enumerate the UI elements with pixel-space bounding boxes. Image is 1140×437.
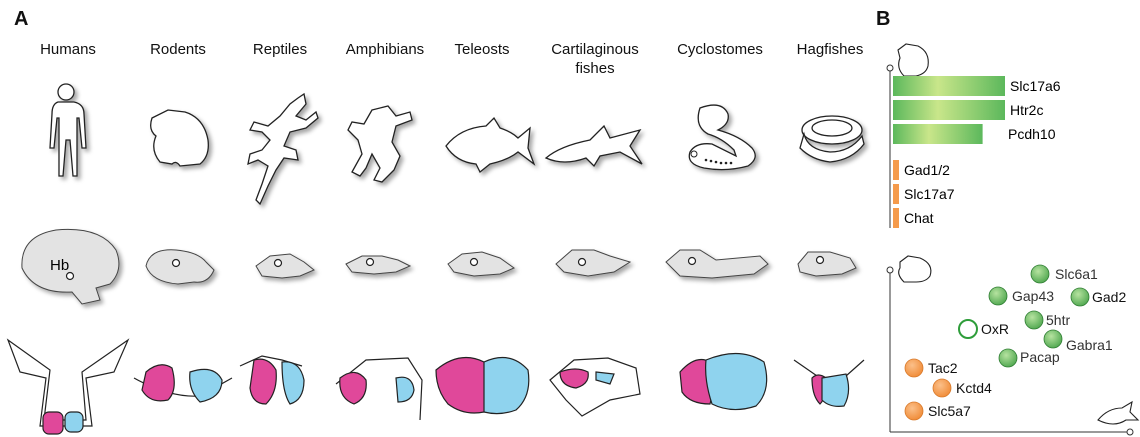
scatter-point-pacap (999, 349, 1017, 367)
orange-bar-chat (893, 208, 899, 228)
hagfish-habenula-section (794, 360, 864, 406)
habenula-marker-rodent (173, 260, 180, 267)
hagfish-silhouette-icon (800, 116, 864, 162)
scatter-label-pacap: Pacap (1020, 349, 1060, 365)
scatter-label-5htr: 5htr (1046, 312, 1070, 328)
mouse-icon-y-axis (899, 256, 931, 282)
amphibian-silhouette-icon (348, 106, 412, 182)
bar-label-gad12: Gad1/2 (904, 162, 950, 178)
teleost-brain-icon (448, 252, 514, 276)
amphibian-habenula-section (336, 358, 422, 420)
shark-brain-icon (556, 250, 630, 276)
green-bar-slc17a6 (893, 76, 1005, 96)
cyclostome-silhouette-icon (689, 105, 755, 170)
scatter-point-slc5a7 (905, 402, 923, 420)
hagfish-brain-icon (798, 252, 856, 276)
scatter-label-gap43: Gap43 (1012, 288, 1054, 304)
fish-icon-x-axis (1098, 402, 1138, 424)
green-bar-pcdh10 (893, 124, 983, 144)
habenula-marker-reptile (275, 260, 282, 267)
bar-label-htr2c: Htr2c (1010, 102, 1043, 118)
scatter-point-kctd4 (933, 379, 951, 397)
cyclostome-brain-icon (666, 250, 768, 278)
teleost-silhouette-icon (446, 118, 534, 172)
green-bar-group (893, 76, 1005, 144)
habenula-marker-amphibian (367, 259, 374, 266)
orange-bar-slc17a7 (893, 184, 899, 204)
reptile-brain-icon (256, 254, 314, 278)
mouse-icon-top (898, 44, 928, 76)
shark-habenula-section (550, 358, 640, 416)
habenula-marker-shark (579, 259, 586, 266)
shark-silhouette-icon (546, 126, 642, 166)
rodent-habenula-section (134, 365, 232, 402)
scatter-label-slc6a1: Slc6a1 (1055, 266, 1098, 282)
bar-label-slc17a7: Slc17a7 (904, 186, 955, 202)
human-habenula-section (8, 340, 128, 434)
scatter-point-gap43 (989, 287, 1007, 305)
human-brain-icon (22, 229, 119, 304)
bar-chart-axes (887, 65, 893, 228)
bar-label-slc17a6: Slc17a6 (1010, 78, 1061, 94)
human-silhouette-icon (50, 84, 86, 176)
amphibian-brain-icon (346, 256, 410, 274)
cyclostome-habenula-section (680, 353, 767, 409)
scatter-point-gad2 (1071, 288, 1089, 306)
rodent-silhouette-icon (151, 110, 209, 166)
habenula-marker-cyclostome (689, 258, 696, 265)
scatter-point-oxr (959, 320, 977, 338)
orange-bar-gad12 (893, 160, 899, 180)
scatter-label-slc5a7: Slc5a7 (928, 403, 971, 419)
bar-label-chat: Chat (904, 210, 934, 226)
reptile-silhouette-icon (248, 94, 318, 204)
green-bar-htr2c (893, 100, 1005, 120)
reptile-habenula-section (240, 356, 304, 404)
habenula-marker-teleost (471, 259, 478, 266)
bar-label-pcdh10: Pcdh10 (1008, 126, 1056, 142)
scatter-label-tac2: Tac2 (928, 360, 958, 376)
scatter-label-oxr: OxR (981, 321, 1009, 337)
orange-bar-group (893, 160, 899, 228)
rodent-brain-icon (146, 250, 214, 284)
scatter-point-gabra1 (1044, 330, 1062, 348)
scatter-point-5htr (1025, 311, 1043, 329)
habenula-marker-hagfish (817, 257, 824, 264)
scatter-point-slc6a1 (1031, 265, 1049, 283)
scatter-point-tac2 (905, 359, 923, 377)
teleost-habenula-section (436, 358, 529, 414)
scatter-label-gad2: Gad2 (1092, 289, 1126, 305)
scatter-label-kctd4: Kctd4 (956, 380, 992, 396)
habenula-label: Hb (50, 257, 69, 274)
scatter-label-gabra1: Gabra1 (1066, 337, 1113, 353)
